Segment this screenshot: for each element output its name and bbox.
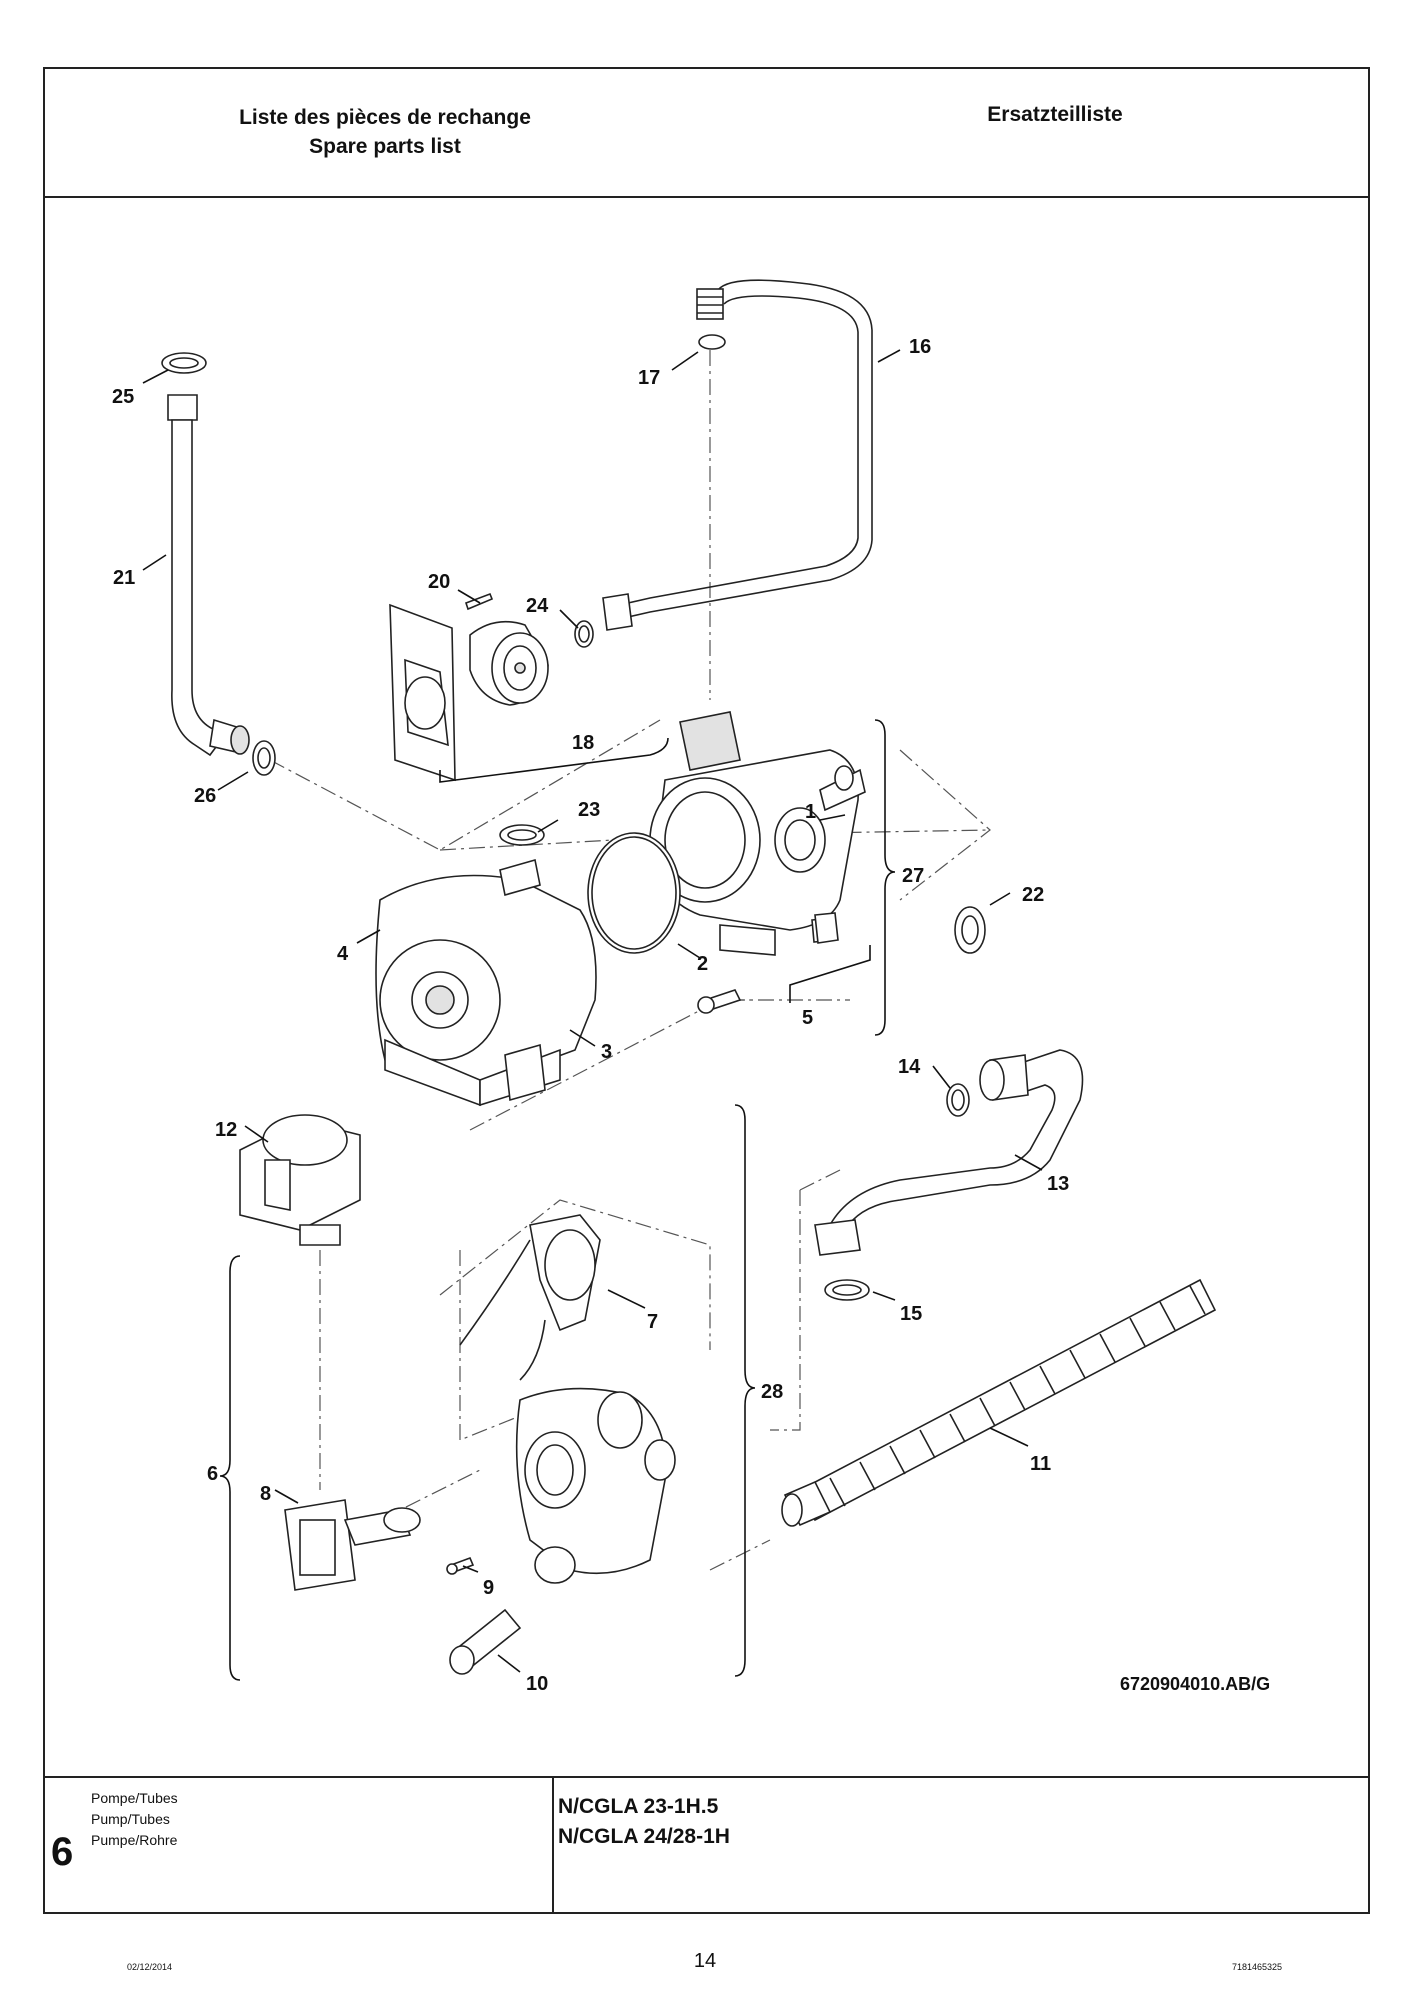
label-8: 8 [260, 1483, 271, 1505]
title-en: Spare parts list [309, 135, 461, 158]
part-9-screw [446, 1556, 475, 1575]
part-24-gasket [574, 620, 594, 648]
drawing-reference: 6720904010.AB/G [1120, 1674, 1270, 1694]
label-16: 16 [909, 336, 931, 358]
label-24: 24 [526, 595, 549, 617]
model-2: N/CGLA 24/28-1H [558, 1825, 730, 1848]
part-15-gasket [824, 1279, 870, 1301]
label-5: 5 [802, 1007, 813, 1029]
label-13: 13 [1047, 1173, 1069, 1195]
title-fr: Liste des pièces de rechange [239, 106, 531, 129]
section-names: Pompe/Tubes Pump/Tubes Pumpe/Rohre [91, 1788, 178, 1851]
section-number: 6 [51, 1830, 74, 1874]
label-10: 10 [526, 1673, 548, 1695]
part-14-gasket [946, 1083, 970, 1117]
page-frame: Liste des pièces de rechange Spare parts… [43, 67, 1370, 1914]
part-18-kit [389, 592, 669, 783]
label-7: 7 [647, 1311, 658, 1333]
label-9: 9 [483, 1577, 494, 1599]
part-21-hose [167, 394, 250, 757]
part-7-clip [459, 1214, 601, 1381]
part-22-gasket [954, 906, 986, 954]
footer-divider [552, 1778, 554, 1914]
part-8-lever [284, 1499, 421, 1591]
label-20: 20 [428, 571, 450, 593]
label-27: 27 [902, 865, 924, 887]
model-1: N/CGLA 23-1H.5 [558, 1795, 719, 1818]
footer: 6 Pompe/Tubes Pump/Tubes Pumpe/Rohre N/C… [45, 1776, 1368, 1914]
part-23-gasket [499, 824, 545, 846]
part-6-valve-body [515, 1387, 676, 1584]
label-4: 4 [337, 943, 349, 965]
model-list: N/CGLA 23-1H.5 N/CGLA 24/28-1H [558, 1792, 730, 1852]
part-11-corrugated-hose [781, 1278, 1217, 1527]
label-22: 22 [1022, 884, 1044, 906]
label-21: 21 [113, 567, 135, 589]
title-de: Ersatzteilliste [987, 103, 1123, 126]
part-labels: 1 2 3 4 5 6 7 8 9 10 11 12 13 14 15 16 1… [112, 336, 1270, 1695]
part-25-gasket [161, 352, 207, 374]
label-2: 2 [697, 953, 708, 975]
label-11: 11 [1030, 1453, 1051, 1475]
label-26: 26 [194, 785, 216, 807]
part-16-pipe [602, 279, 873, 631]
part-13-pipe [814, 1049, 1084, 1256]
leader-lines [142, 349, 1043, 1673]
part-10-sensor [449, 1608, 522, 1675]
section-de: Pumpe/Rohre [91, 1832, 178, 1848]
braces [219, 719, 896, 1681]
section-fr: Pompe/Tubes [91, 1790, 178, 1806]
label-1: 1 [805, 801, 816, 823]
label-3: 3 [601, 1041, 612, 1063]
document-number: 7181465325 [1232, 1962, 1283, 1972]
label-6: 6 [207, 1463, 218, 1485]
part-26-gasket [252, 740, 276, 776]
label-25: 25 [112, 386, 134, 408]
page-number: 14 [693, 1950, 717, 1972]
label-15: 15 [900, 1303, 922, 1325]
part-5-clip-screw [697, 912, 839, 1014]
label-12: 12 [215, 1119, 237, 1141]
label-18: 18 [572, 732, 594, 754]
label-28: 28 [761, 1381, 783, 1403]
section-en: Pump/Tubes [91, 1811, 170, 1827]
header: Liste des pièces de rechange Spare parts… [45, 69, 1368, 198]
print-date: 02/12/2014 [127, 1962, 173, 1972]
part-17-gasket [698, 334, 726, 350]
label-23: 23 [578, 799, 600, 821]
label-17: 17 [638, 367, 660, 389]
part-3-pump [375, 858, 597, 1107]
part-2-o-ring [587, 832, 681, 954]
part-12-actuator [239, 1114, 361, 1246]
header-title-fr-en: Liste des pièces de rechange Spare parts… [105, 103, 665, 161]
label-14: 14 [898, 1056, 921, 1078]
